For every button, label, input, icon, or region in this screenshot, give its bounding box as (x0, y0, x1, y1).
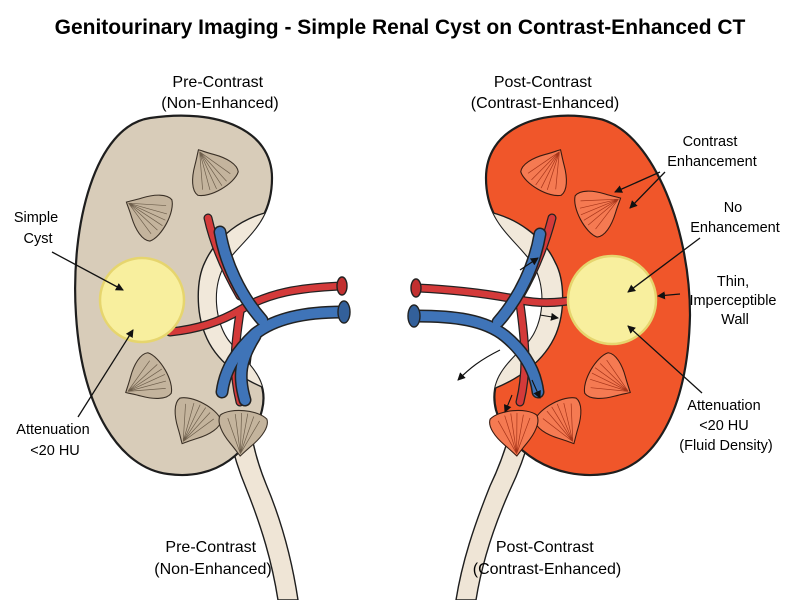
leader-attenuation-left (77, 329, 134, 418)
simple-cyst-right (566, 254, 658, 346)
label-simple-cyst: Simple Cyst (14, 210, 62, 247)
leader-contrast-enhancement-2 (629, 171, 666, 209)
renal-vessels-right (407, 213, 590, 407)
leader-attenuation-right (627, 325, 703, 394)
kidney-post-contrast: Post-Contrast (Contrast-Enhanced) (407, 74, 780, 600)
diagram-title: Genitourinary Imaging - Simple Renal Cys… (55, 16, 746, 39)
leader-simple-cyst (51, 251, 124, 291)
label-contrast-enhancement: Contrast Enhancement (667, 134, 756, 170)
leader-no-enhancement (627, 237, 701, 293)
label-attenuation-right: Attenuation <20 HU (Fluid Density) (679, 398, 772, 454)
label-thin-wall: Thin, Imperceptible Wall (689, 274, 780, 328)
label-attenuation-left: Attenuation <20 HU (16, 422, 93, 459)
leader-thin-wall (657, 291, 681, 300)
renal-vessels-left (165, 213, 351, 407)
pre-contrast-top-caption: Pre-Contrast (Non-Enhanced) (161, 74, 278, 112)
post-contrast-top-caption: Post-Contrast (Contrast-Enhanced) (471, 74, 620, 112)
leader-contrast-enhancement-1 (614, 171, 661, 193)
pre-contrast-bottom-caption: Pre-Contrast (Non-Enhanced) (154, 539, 271, 578)
label-no-enhancement: No Enhancement (690, 200, 779, 236)
simple-cyst-left (98, 256, 186, 344)
contrast-flow-arrows (457, 257, 559, 413)
kidney-pre-contrast: Pre-Contrast (Non-Enhanced) (14, 74, 351, 600)
post-contrast-bottom-caption: Post-Contrast (Contrast-Enhanced) (473, 539, 622, 578)
